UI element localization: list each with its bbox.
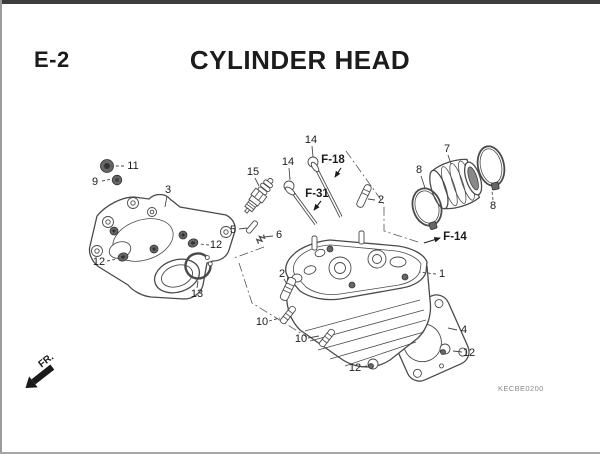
ref-label-F-31: F-31 xyxy=(305,188,329,200)
page-border-bottom xyxy=(0,452,600,454)
part-2-stud-drawing xyxy=(279,276,297,302)
callout-4: 4 xyxy=(461,324,467,336)
part-9-washer-drawing xyxy=(111,174,123,186)
section-code: E-2 xyxy=(34,47,70,72)
callout-2: 2 xyxy=(378,194,384,206)
diagram-code: KECBE0200 xyxy=(498,384,544,393)
part-14-bolt-drawing xyxy=(307,156,343,218)
leader-line xyxy=(268,317,281,322)
callout-5: 5 xyxy=(230,224,236,236)
part-10-stud-drawing xyxy=(319,328,335,348)
ref-arrow xyxy=(313,200,322,211)
leader-line xyxy=(447,327,458,331)
part-5-dowel-pin-drawing xyxy=(245,220,259,234)
ref-label-F-14: F-14 xyxy=(443,231,467,243)
leader-line xyxy=(238,227,248,230)
callout-2: 2 xyxy=(279,268,285,280)
leader-line xyxy=(263,235,274,238)
callout-layer: 11 9 3 15 14 14 2 7 8 8 5 6 2 12 12 13 10 10 12 4 12 1 F-18F-3… xyxy=(92,134,496,374)
part-15-spark-plug-drawing xyxy=(244,177,274,214)
part-12-nut-drawing xyxy=(439,343,451,355)
part-14-bolt-drawing xyxy=(283,180,318,226)
part-12-nut-drawing xyxy=(187,238,199,248)
part-13-snap-ring-drawing xyxy=(184,252,213,280)
leader-line xyxy=(199,243,210,246)
callout-13: 13 xyxy=(191,288,203,300)
page-title: CYLINDER HEAD xyxy=(189,45,411,75)
part-8-clamp-drawing xyxy=(476,145,506,191)
leader-line xyxy=(418,271,437,275)
page-border-top xyxy=(0,0,600,4)
callout-11: 11 xyxy=(127,160,138,172)
leader-line xyxy=(491,190,494,201)
part-6-spring-drawing xyxy=(255,234,266,244)
leader-line xyxy=(360,365,368,368)
callout-1: 1 xyxy=(439,268,445,280)
callout-8: 8 xyxy=(416,164,422,176)
leader-line xyxy=(367,198,376,201)
part-2-stud-drawing xyxy=(356,184,372,208)
callout-10: 10 xyxy=(256,316,268,328)
part-7-intake-pipe-drawing xyxy=(429,158,483,210)
callout-12: 12 xyxy=(210,239,222,251)
part-11-nut-drawing xyxy=(100,159,114,173)
fr-label: FR. xyxy=(37,352,57,371)
leader-line xyxy=(288,167,291,181)
callout-8: 8 xyxy=(490,200,496,212)
leader-line xyxy=(164,195,168,208)
callout-12: 12 xyxy=(349,362,361,374)
callout-10: 10 xyxy=(295,333,307,345)
part-8-clamp-drawing xyxy=(411,187,443,230)
leader-line xyxy=(196,280,199,289)
ref-arrow xyxy=(334,167,342,178)
fr-direction-arrow: FR. xyxy=(25,352,57,389)
callout-6: 6 xyxy=(276,229,282,241)
ref-label-F-18: F-18 xyxy=(321,154,345,166)
callout-14: 14 xyxy=(305,134,317,146)
callout-12: 12 xyxy=(463,347,475,359)
leader-line xyxy=(101,178,113,182)
ref-arrow xyxy=(423,237,441,244)
leader-line xyxy=(106,258,118,262)
part-12-nut-drawing xyxy=(367,358,379,370)
leader-line xyxy=(420,175,426,189)
leader-line xyxy=(283,278,288,285)
callout-12: 12 xyxy=(93,256,105,268)
callout-3: 3 xyxy=(165,184,171,196)
leader-line xyxy=(452,350,463,353)
leader-line xyxy=(307,335,320,339)
leader-line xyxy=(447,154,452,165)
part-12-nut-drawing xyxy=(117,252,129,262)
leader-line xyxy=(311,145,314,158)
callout-14: 14 xyxy=(282,156,294,168)
chain-lines xyxy=(233,150,422,338)
leader-line xyxy=(254,177,260,187)
part-10-stud-drawing xyxy=(280,305,296,325)
page-border-left xyxy=(0,0,2,454)
callout-7: 7 xyxy=(444,143,450,155)
callout-15: 15 xyxy=(247,166,259,178)
callout-9: 9 xyxy=(92,176,98,188)
part-3-head-cover-drawing xyxy=(88,193,236,300)
